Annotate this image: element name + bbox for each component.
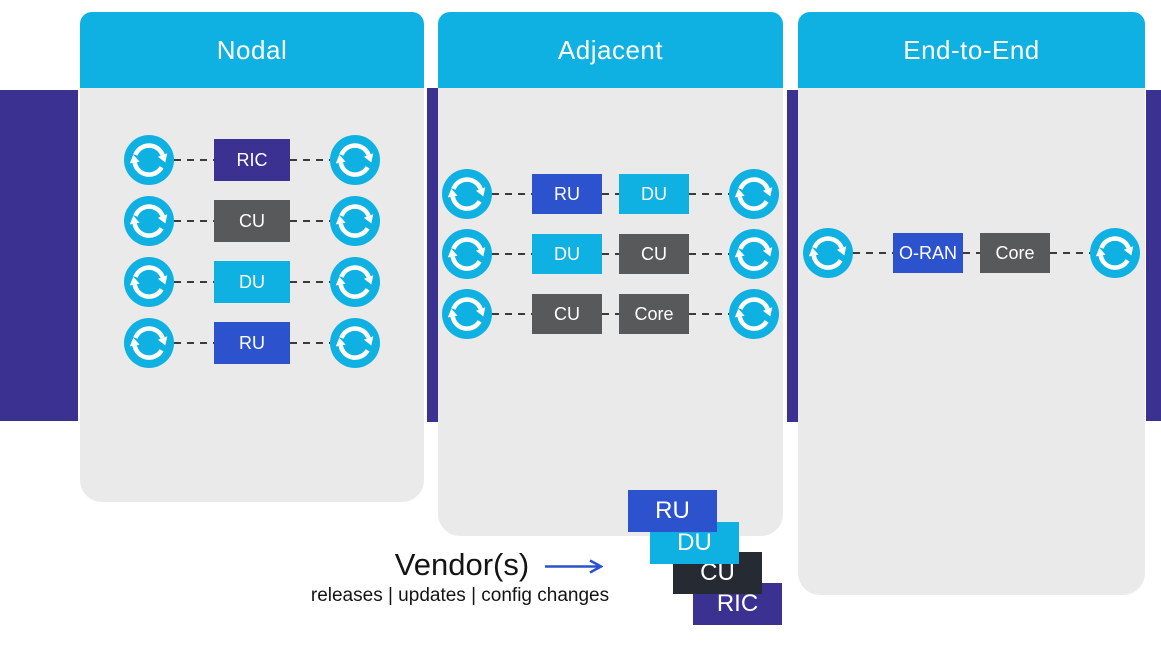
dashed-connector: [174, 281, 214, 283]
sync-row-cu: CU: [124, 196, 380, 246]
sync-row-du: DU: [124, 257, 380, 307]
sync-icon: [729, 289, 779, 339]
dashed-connector: [602, 313, 619, 315]
right-arrow-icon: [545, 559, 604, 579]
dashed-connector: [290, 342, 330, 344]
sync-icon: [442, 289, 492, 339]
node-box-cu: CU: [214, 200, 290, 242]
panel-end-to-end: End-to-End O-RAN Core: [798, 12, 1145, 595]
background-band-left: [0, 90, 78, 421]
node-box-du: DU: [214, 261, 290, 303]
node-box-core: Core: [980, 233, 1050, 273]
dashed-connector: [602, 253, 619, 255]
node-box-core: Core: [619, 294, 689, 334]
dashed-connector: [602, 193, 619, 195]
sync-icon: [330, 135, 380, 185]
panel-nodal-body: RIC CU DU RU: [80, 88, 424, 502]
panel-adjacent: Adjacent RU DU DU CU: [438, 12, 783, 536]
background-band-right: [1146, 90, 1161, 421]
dashed-connector: [492, 253, 532, 255]
sync-icon: [803, 228, 853, 278]
sync-icon: [442, 169, 492, 219]
node-box-ric: RIC: [214, 139, 290, 181]
dashed-connector: [174, 342, 214, 344]
panel-nodal-header: Nodal: [80, 12, 424, 88]
panel-title: End-to-End: [903, 34, 1040, 65]
dashed-connector: [492, 193, 532, 195]
background-band-gap-2: [787, 90, 799, 422]
node-box-ru: RU: [532, 174, 602, 214]
node-box-cu: CU: [619, 234, 689, 274]
dashed-connector: [290, 159, 330, 161]
sync-icon: [729, 169, 779, 219]
dashed-connector: [492, 313, 532, 315]
node-box-ru: RU: [214, 322, 290, 364]
dashed-connector: [689, 313, 729, 315]
sync-row-ru: RU: [124, 318, 380, 368]
dashed-connector: [963, 252, 980, 254]
dashed-connector: [1050, 252, 1090, 254]
sync-icon: [330, 257, 380, 307]
panel-nodal: Nodal RIC CU DU: [80, 12, 424, 502]
sync-icon: [1090, 228, 1140, 278]
background-band-gap-1: [427, 88, 439, 422]
panel-adjacent-body: RU DU DU CU CU Core: [438, 88, 783, 536]
sync-row-du-cu: DU CU: [442, 229, 779, 279]
stack-box-ric: RIC: [693, 583, 782, 625]
dashed-connector: [290, 220, 330, 222]
panel-title: Adjacent: [557, 34, 664, 65]
vendor-title: Vendor(s): [394, 547, 530, 582]
dashed-connector: [853, 252, 893, 254]
dashed-connector: [689, 253, 729, 255]
node-box-du: DU: [619, 174, 689, 214]
sync-icon: [124, 135, 174, 185]
stack-box-cu: CU: [673, 552, 762, 594]
panel-end-to-end-header: End-to-End: [798, 12, 1145, 88]
sync-icon: [124, 196, 174, 246]
sync-row-cu-core: CU Core: [442, 289, 779, 339]
sync-icon: [442, 229, 492, 279]
node-box-du: DU: [532, 234, 602, 274]
sync-icon: [330, 318, 380, 368]
sync-icon: [124, 257, 174, 307]
sync-icon: [124, 318, 174, 368]
dashed-connector: [174, 159, 214, 161]
sync-icon: [330, 196, 380, 246]
node-box-oran: O-RAN: [893, 233, 963, 273]
panel-adjacent-header: Adjacent: [438, 12, 783, 88]
panel-title: Nodal: [216, 34, 288, 65]
dashed-connector: [689, 193, 729, 195]
sync-row-oran-core: O-RAN Core: [803, 228, 1140, 278]
sync-row-ru-du: RU DU: [442, 169, 779, 219]
panel-end-to-end-body: O-RAN Core: [798, 88, 1145, 595]
sync-icon: [729, 229, 779, 279]
dashed-connector: [174, 220, 214, 222]
node-box-cu: CU: [532, 294, 602, 334]
dashed-connector: [290, 281, 330, 283]
sync-row-ric: RIC: [124, 135, 380, 185]
vendor-subtitle: releases | updates | config changes: [310, 585, 610, 606]
